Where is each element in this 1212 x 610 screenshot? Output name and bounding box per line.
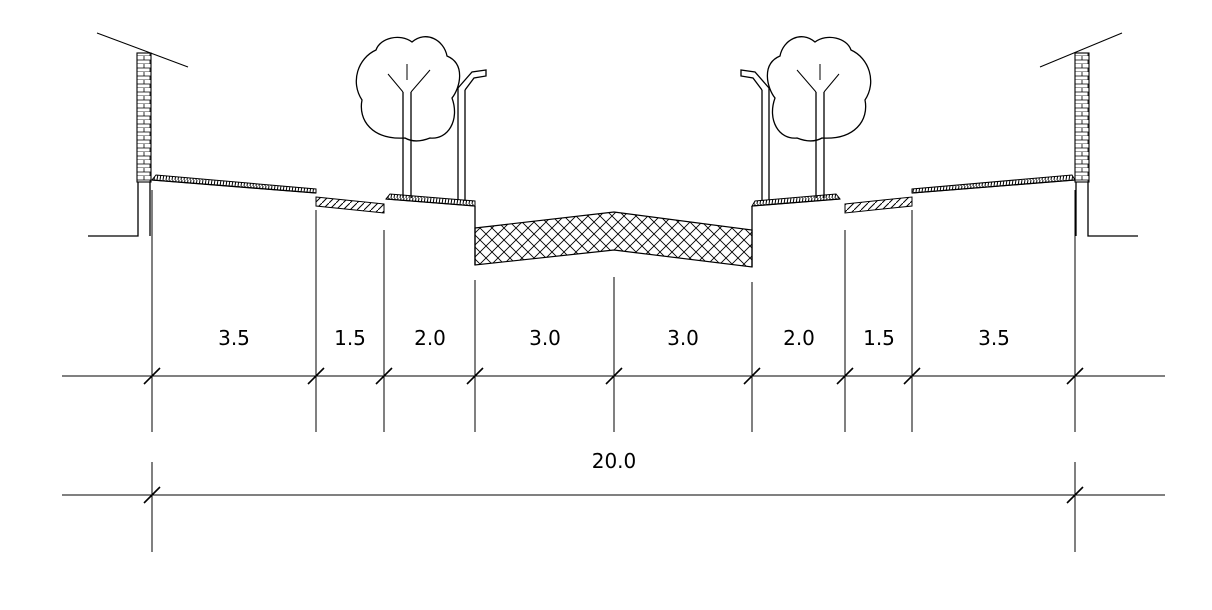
total-width-label: 20.0 <box>592 449 637 473</box>
segment-label-4: 3.0 <box>529 326 561 350</box>
segment-labels: 3.5 1.5 2.0 3.0 3.0 2.0 1.5 3.5 <box>218 326 1010 350</box>
segment-label-7: 1.5 <box>863 326 895 350</box>
right-tree <box>766 36 872 198</box>
segment-label-5: 3.0 <box>667 326 699 350</box>
segment-label-2: 1.5 <box>334 326 366 350</box>
left-street-lamp <box>457 69 487 201</box>
segment-label-6: 2.0 <box>783 326 815 350</box>
extension-lines <box>151 190 1076 552</box>
segment-label-3: 2.0 <box>414 326 446 350</box>
dimension-ticks <box>143 367 1084 385</box>
total-dimension-line: 20.0 <box>62 449 1165 504</box>
left-tree <box>355 36 461 198</box>
segment-label-1: 3.5 <box>218 326 250 350</box>
segment-label-8: 3.5 <box>978 326 1010 350</box>
right-building <box>1039 32 1138 237</box>
left-building <box>88 32 189 237</box>
segment-dimension-line <box>62 367 1165 385</box>
right-street-lamp <box>740 69 770 201</box>
road-surface <box>151 174 1076 268</box>
